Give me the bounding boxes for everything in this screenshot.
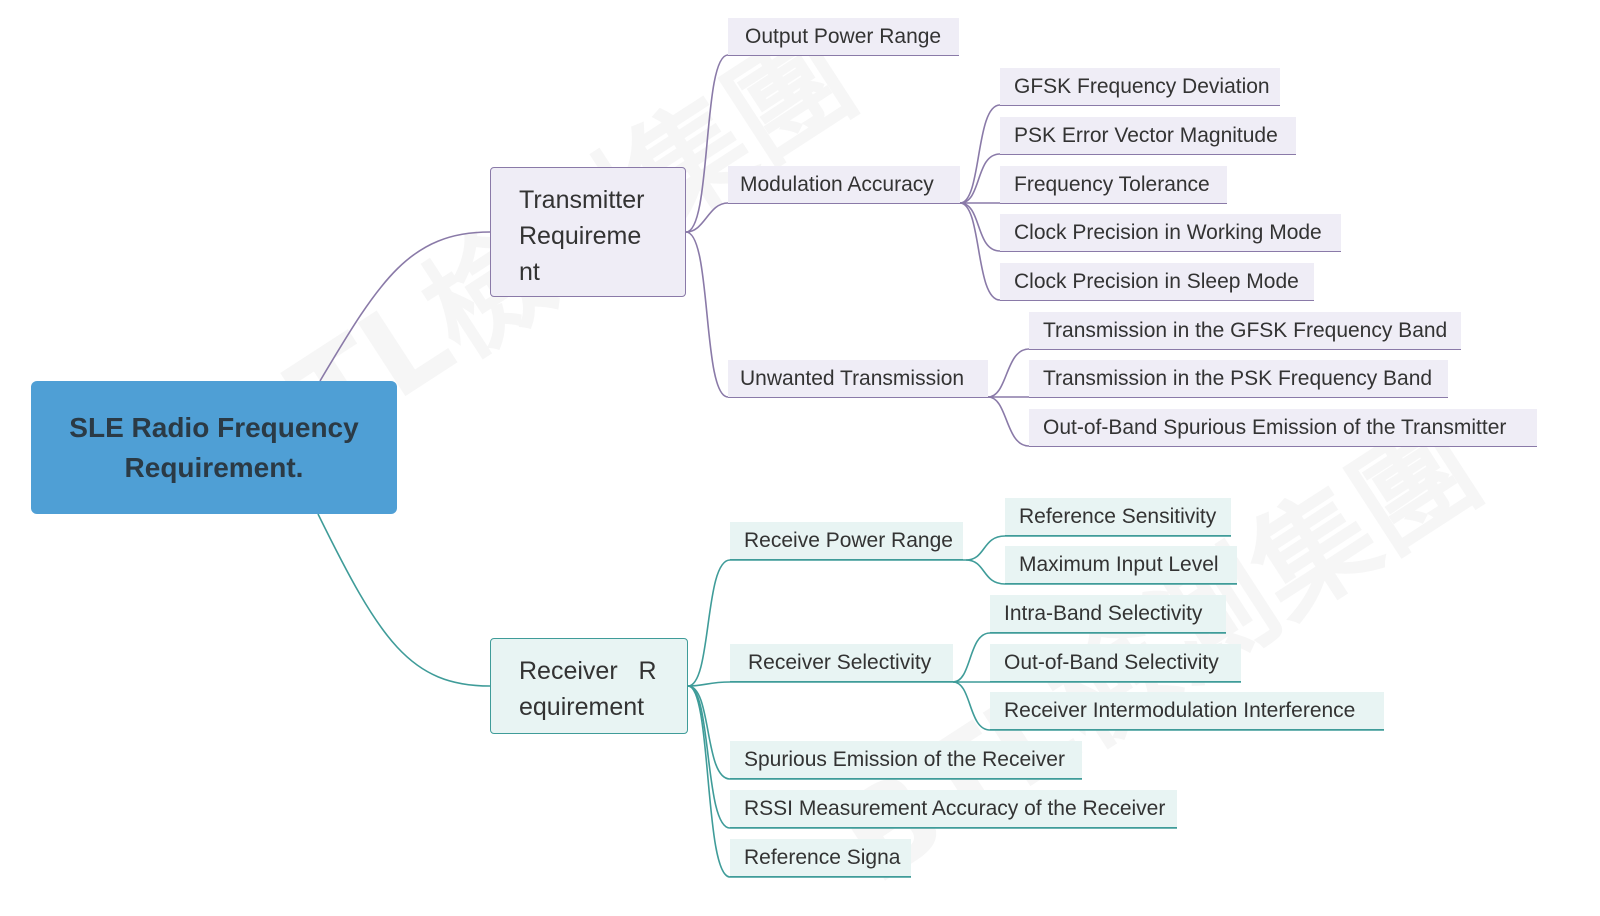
clock-precision-sleep-topic[interactable]: Clock Precision in Sleep Mode (1000, 263, 1314, 301)
transmission-gfsk-band-topic[interactable]: Transmission in the GFSK Frequency Band (1029, 312, 1461, 350)
reference-sensitivity-topic[interactable]: Reference Sensitivity (1005, 498, 1231, 536)
root-topic-line: SLE Radio Frequency (69, 411, 359, 443)
topic-label: Receiver Selectivity (748, 651, 932, 674)
topic-label: Output Power Range (745, 25, 942, 48)
topic-label: Spurious Emission of the Receiver (744, 748, 1065, 771)
gfsk-frequency-deviation-topic[interactable]: GFSK Frequency Deviation (1000, 68, 1280, 106)
topic-label: Clock Precision in Sleep Mode (1014, 270, 1299, 293)
out-of-band-spurious-transmitter-topic[interactable]: Out-of-Band Spurious Emission of the Tra… (1029, 409, 1537, 447)
connector-transmitter-unwanted (685, 231, 988, 398)
connector-mod-5 (959, 202, 1314, 301)
topic-label: Receive Power Range (744, 529, 953, 552)
connector-mod-1 (959, 104, 1280, 204)
connector-rpr-2 (965, 559, 1237, 585)
psk-error-vector-magnitude-topic[interactable]: PSK Error Vector Magnitude (1000, 117, 1296, 155)
connector-sel-3 (952, 681, 1384, 731)
topic-label: Intra-Band Selectivity (1004, 602, 1203, 625)
topic-label: Frequency Tolerance (1014, 173, 1210, 196)
connector-receiver-power-range (687, 559, 966, 687)
transmitter-topic-line: Transmitter (519, 186, 645, 214)
connector-root-transmitter (319, 231, 491, 382)
topic-label: Out-of-Band Selectivity (1004, 651, 1219, 674)
receiver-topic-line: equirement (519, 693, 645, 721)
topic-label: Unwanted Transmission (740, 367, 965, 390)
root-topic[interactable]: SLE Radio Frequency Requirement. (31, 381, 397, 514)
connector-rpr-1 (965, 535, 1231, 561)
connector-unw-1 (987, 348, 1461, 398)
connector-receiver-rssi (687, 685, 1177, 829)
topic-label: PSK Error Vector Magnitude (1014, 124, 1278, 147)
connector-mod-2 (959, 153, 1296, 204)
connector-sel-1 (952, 632, 1226, 683)
topic-label: Maximum Input Level (1019, 553, 1219, 576)
frequency-tolerance-topic[interactable]: Frequency Tolerance (1000, 166, 1227, 204)
topic-label: Clock Precision in Working Mode (1014, 221, 1322, 244)
spurious-emission-receiver-topic[interactable]: Spurious Emission of the Receiver (730, 741, 1082, 779)
receive-power-range-topic[interactable]: Receive Power Range (730, 522, 963, 560)
connector-unw-3 (987, 396, 1537, 447)
unwanted-transmission-topic[interactable]: Unwanted Transmission (728, 360, 988, 398)
topic-label: Receiver Intermodulation Interference (1004, 699, 1356, 722)
reference-signal-topic[interactable]: Reference Signa (730, 839, 911, 877)
modulation-accuracy-topic[interactable]: Modulation Accuracy (728, 166, 960, 204)
topic-label: Transmission in the PSK Frequency Band (1043, 367, 1433, 390)
out-of-band-selectivity-topic[interactable]: Out-of-Band Selectivity (990, 644, 1241, 682)
receiver-intermodulation-topic[interactable]: Receiver Intermodulation Interference (990, 692, 1384, 730)
transmitter-topic-line: nt (519, 258, 540, 286)
connector-root-receiver (317, 513, 491, 687)
topic-label: Reference Signa (744, 846, 901, 869)
transmitter-requirement-topic[interactable]: Transmitter Requireme nt (490, 167, 686, 297)
topic-label: Out-of-Band Spurious Emission of the Tra… (1043, 416, 1507, 439)
receiver-selectivity-topic[interactable]: Receiver Selectivity (730, 644, 953, 682)
intra-band-selectivity-topic[interactable]: Intra-Band Selectivity (990, 595, 1226, 633)
topic-label: RSSI Measurement Accuracy of the Receive… (744, 797, 1166, 820)
root-topic-line: Requirement. (124, 451, 304, 483)
transmission-psk-band-topic[interactable]: Transmission in the PSK Frequency Band (1029, 360, 1448, 398)
connector-receiver-spurious (687, 685, 1082, 780)
receiver-requirement-topic[interactable]: Receiver R equirement (490, 638, 688, 734)
connector-receiver-selectivity (687, 681, 953, 687)
clock-precision-working-topic[interactable]: Clock Precision in Working Mode (1000, 214, 1341, 252)
topic-label: Modulation Accuracy (740, 173, 934, 196)
transmitter-topic-line: Requireme (519, 222, 642, 250)
output-power-range-topic[interactable]: Output Power Range (728, 18, 959, 56)
connector-transmitter-modulation (685, 202, 960, 233)
rssi-accuracy-topic[interactable]: RSSI Measurement Accuracy of the Receive… (730, 790, 1177, 828)
topic-label: Reference Sensitivity (1019, 505, 1217, 528)
topic-label: Transmission in the GFSK Frequency Band (1043, 319, 1448, 342)
maximum-input-level-topic[interactable]: Maximum Input Level (1005, 546, 1237, 584)
receiver-topic-line: Receiver R (519, 657, 657, 685)
topic-label: GFSK Frequency Deviation (1014, 75, 1270, 98)
connector-transmitter-output-power (685, 54, 958, 233)
connector-receiver-reference (687, 685, 911, 878)
connector-mod-4 (959, 202, 1341, 252)
